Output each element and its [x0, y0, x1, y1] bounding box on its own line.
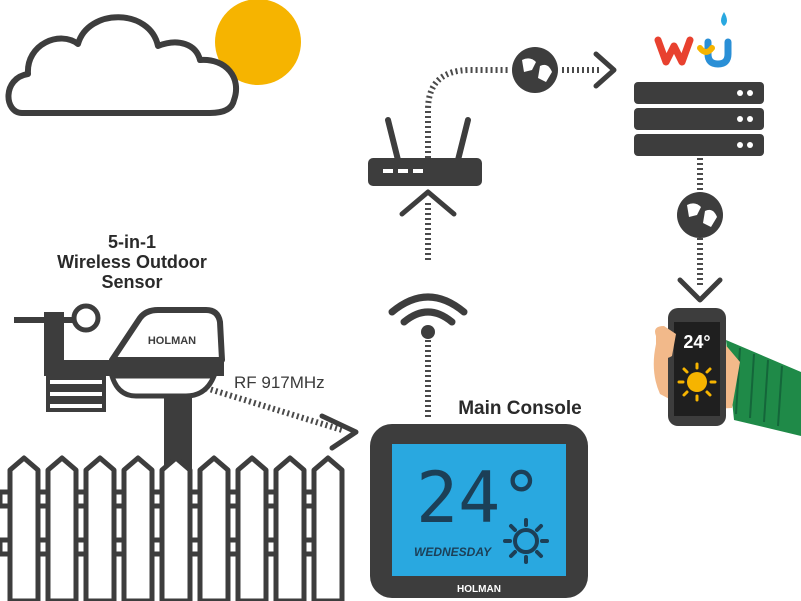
arrow-to-router [399, 189, 457, 217]
sensor-label-line-2: Wireless Outdoor [57, 252, 207, 272]
cloud-service-logo: wu [0, 0, 732, 68]
connection-lines [205, 67, 703, 433]
sensor-brand: HOLMAN [148, 335, 196, 347]
weather-sensor-icon: HOLMAN [14, 303, 225, 482]
globe-icon [512, 47, 558, 93]
arrow-to-server [593, 51, 617, 89]
wifi-icon [388, 293, 468, 339]
router-to-globe-line [425, 67, 510, 158]
server-icon [634, 82, 764, 156]
console-day: WEDNESDAY [414, 545, 492, 559]
arrow-to-console [319, 413, 359, 451]
sun-icon [215, 0, 301, 85]
console-brand: HOLMAN [457, 584, 501, 595]
phone-temperature: 24° [683, 332, 710, 352]
arrow-heads [319, 51, 723, 451]
rf-frequency-label: RF 917MHz [234, 373, 325, 392]
rf-link-line [205, 385, 343, 433]
console-temperature: 24° [416, 457, 542, 539]
sensor-label-line-1: 5-in-1 [108, 232, 156, 252]
thumb-shape [655, 326, 676, 359]
console-title: Main Console [458, 398, 582, 419]
cloud-icon [5, 14, 239, 116]
phone-sun-icon [677, 362, 717, 402]
globe-icon [677, 192, 723, 238]
console-icon: 24° WEDNESDAY HOLMAN [370, 424, 588, 598]
cloud-service-logo-text: wu [0, 0, 2, 1]
arrow-to-phone [677, 277, 723, 303]
sensor-label-line-3: Sensor [101, 272, 162, 292]
router-icon [368, 117, 482, 186]
phone-icon: 24° [668, 308, 726, 426]
console-sun-icon [503, 518, 549, 564]
fence-icon [0, 455, 345, 601]
